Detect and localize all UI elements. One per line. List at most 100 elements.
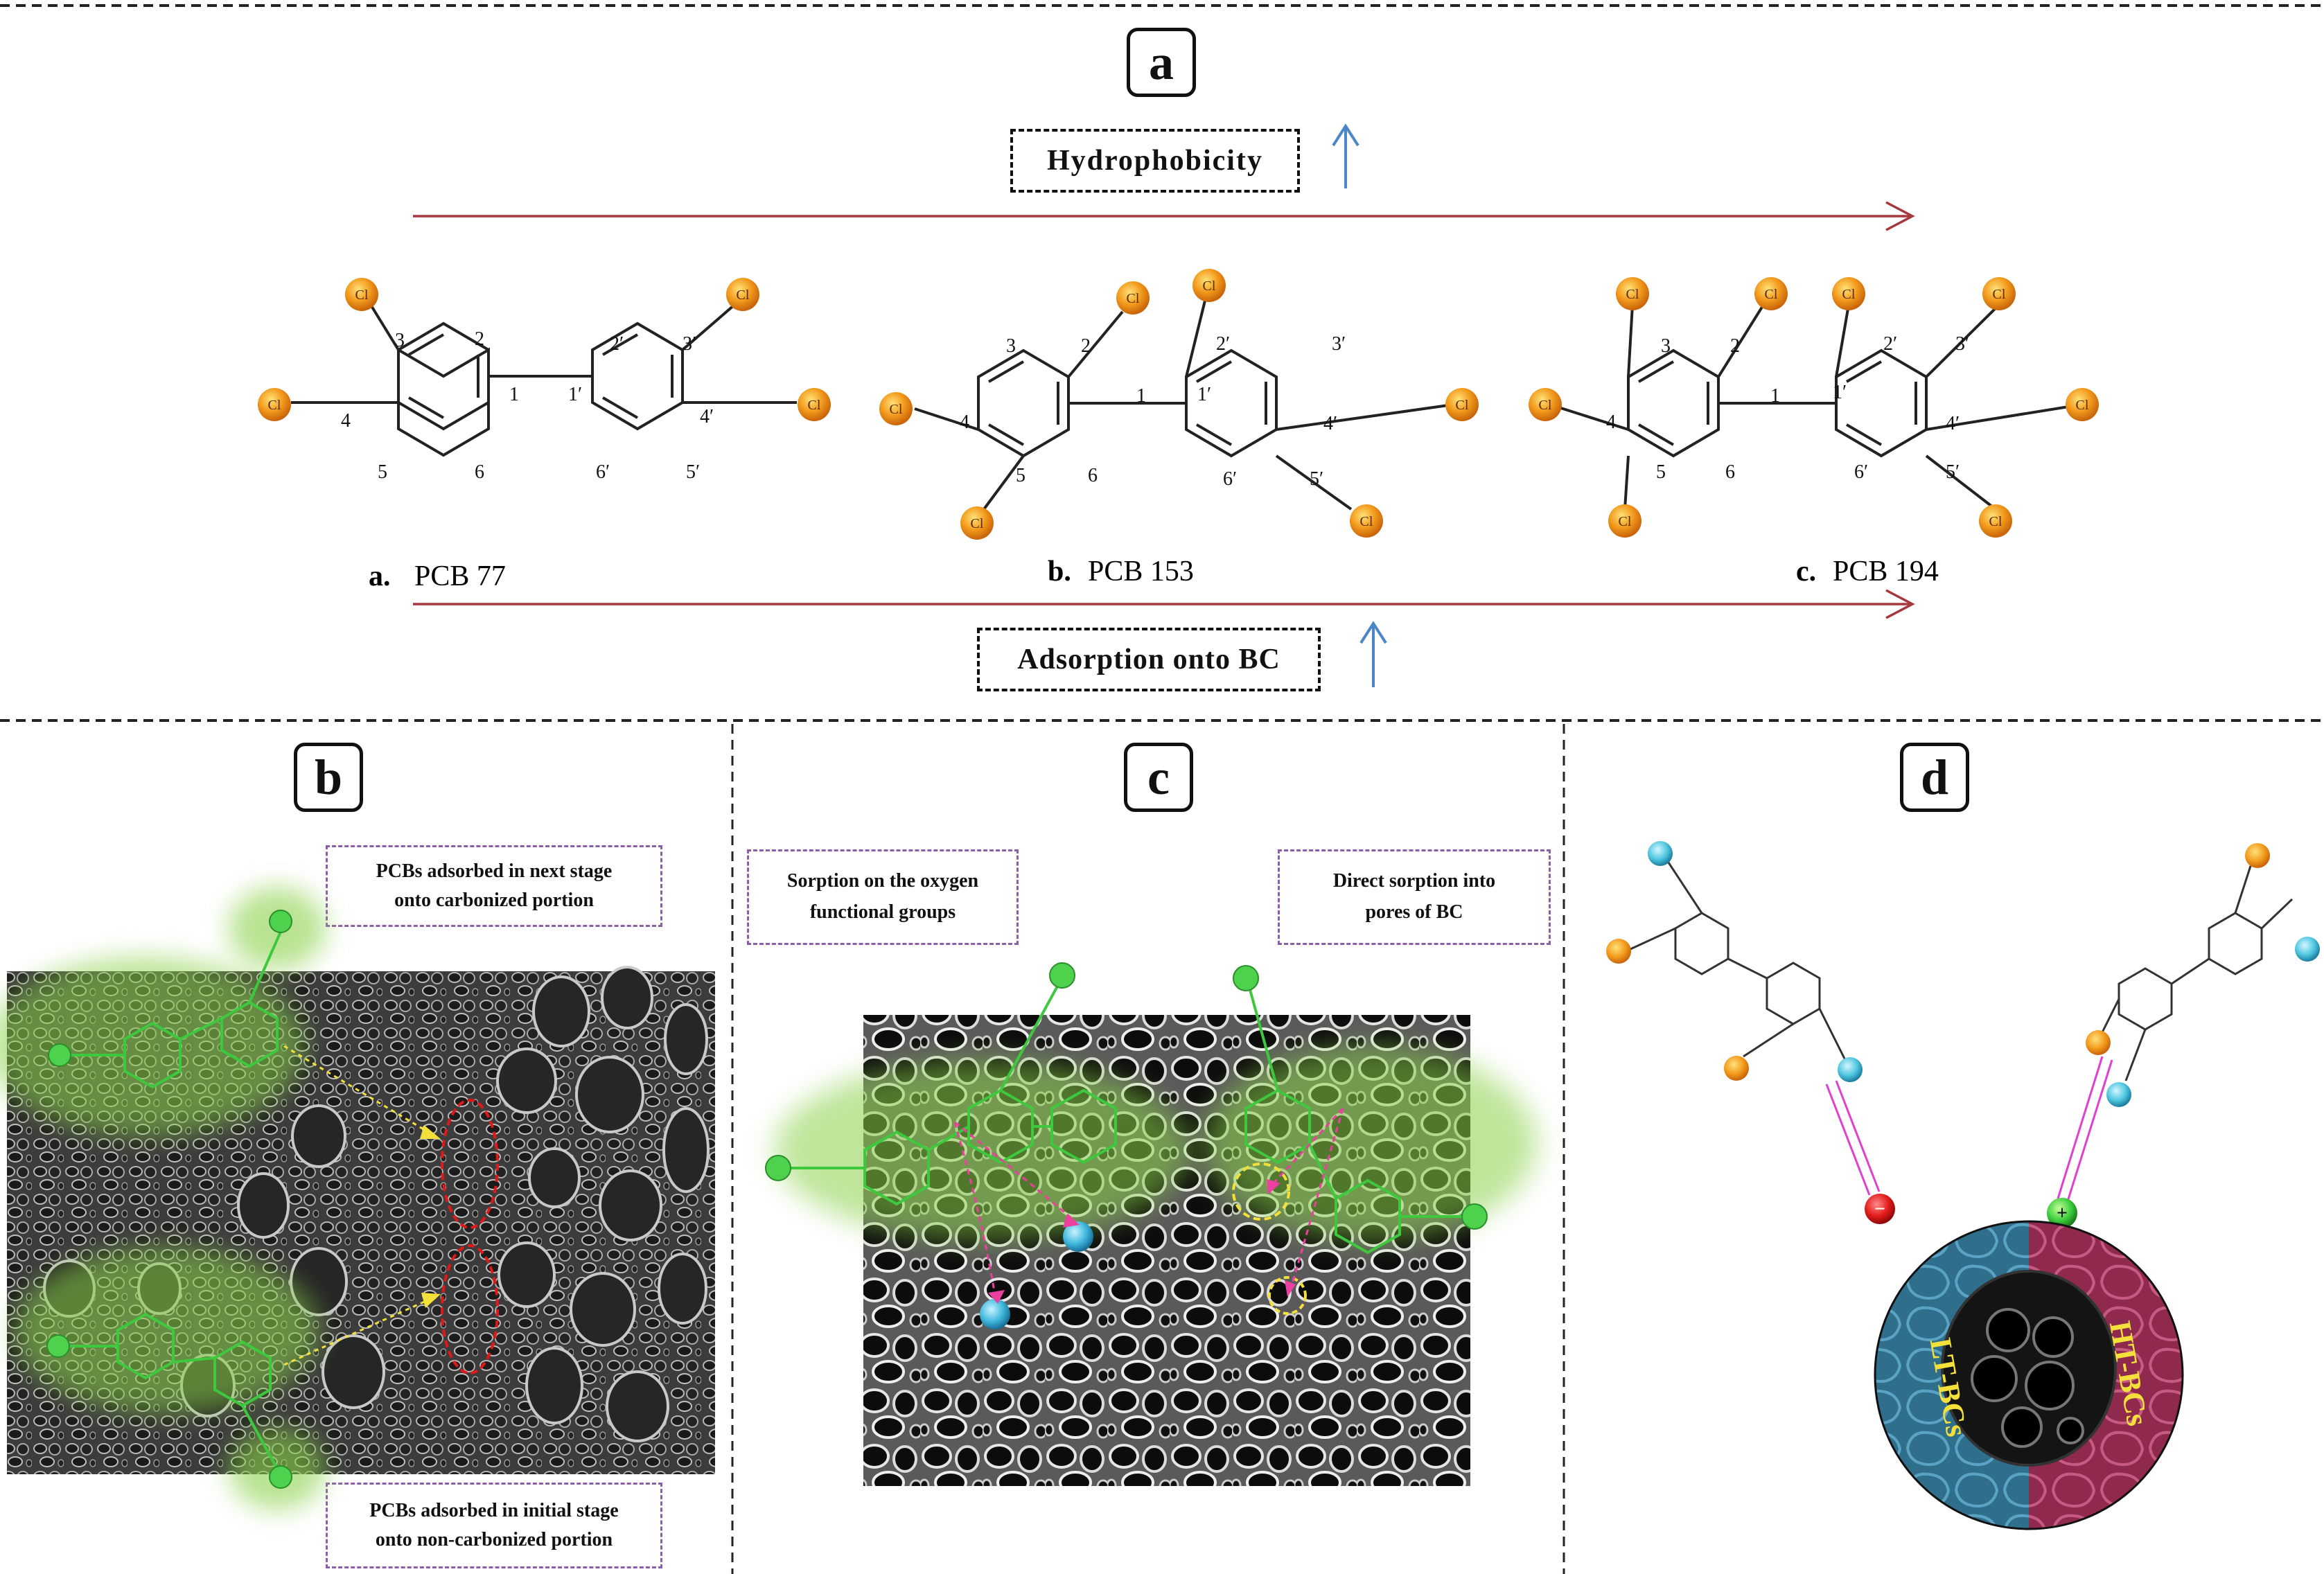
panel-a-graphics: Cl Cl Cl Cl Cl Cl Cl Cl Cl Cl Cl Cl Cl C… [258,123,2099,687]
svg-text:3: 3 [395,330,405,351]
note-direct-pores-line2: pores of BC [1365,901,1463,923]
molecule-caption-name: PCB 153 [1088,556,1194,587]
svg-text:Cl: Cl [1539,398,1552,413]
biochar-particle: LT-BCs HT-BCs [1874,1220,2184,1530]
panel-b-label: b [314,749,343,805]
chlorine-atom-icon: Cl [1616,277,1649,310]
svg-text:−: − [1874,1199,1885,1220]
svg-text:1: 1 [1136,385,1146,407]
chlorine-atom-icon: Cl [1350,504,1383,538]
chlorine-atom-icon: Cl [879,392,913,425]
svg-text:Cl: Cl [1993,287,2006,302]
chlorine-atom-icon: Cl [726,278,759,311]
note-oxygen-groups-line2: functional groups [809,901,956,923]
molecule-caption-name: PCB 77 [414,560,506,592]
chlorine-atom-icon: Cl [258,388,291,421]
svg-text:2′: 2′ [1883,333,1897,355]
svg-text:Cl: Cl [1765,287,1778,302]
chlorine-atom-icon: Cl [960,506,994,540]
note-next-stage-line1: PCBs adsorbed in next stage [376,860,613,882]
svg-text:4′: 4′ [1323,413,1337,434]
svg-text:4: 4 [1606,412,1616,433]
svg-text:Cl: Cl [2076,398,2089,413]
svg-text:Cl: Cl [1989,514,2002,529]
svg-text:3′: 3′ [1955,333,1969,355]
svg-text:6′: 6′ [1854,461,1868,483]
note-direct-pores: Direct sorption into pores of BC [1278,849,1551,945]
svg-text:6′: 6′ [596,461,610,483]
atoms-right-molecule [2086,843,2320,1107]
note-direct-pores-line1: Direct sorption into [1332,870,1496,892]
svg-text:Cl: Cl [1456,398,1469,413]
svg-text:Cl: Cl [1203,278,1216,294]
svg-text:+: + [2057,1203,2068,1224]
note-oxygen-groups: Sorption on the oxygen functional groups [747,849,1019,945]
svg-text:1′: 1′ [568,384,582,405]
svg-text:5: 5 [1656,461,1666,483]
svg-text:Cl: Cl [971,516,984,531]
panel-c-graphics [765,962,1537,1486]
interaction-link-right [2057,1056,2113,1202]
svg-text:6: 6 [1725,461,1735,483]
svg-text:3′: 3′ [1332,333,1346,355]
panel-b-graphics [0,887,715,1510]
panel-a-label-box: a [1127,28,1196,97]
adsorption-trend-arrow [413,589,1915,619]
svg-text:Cl: Cl [1619,514,1632,529]
molecule-caption-prefix: a. [369,560,391,592]
svg-text:Cl: Cl [808,398,821,413]
note-oxygen-groups-line1: Sorption on the oxygen [786,870,979,892]
chlorine-atom-icon: Cl [1982,277,2016,310]
molecule-caption-prefix: b. [1048,556,1071,587]
ring-position-numbers: 3 2 1 4 5 6 1′ 2′ 3′ 4′ 6′ 5′ 3 2 1 4 5 … [341,328,1969,490]
chlorine-atom-icon: Cl [1116,281,1150,315]
chlorine-atom-icon: Cl [345,278,378,311]
sem-micrograph-b [0,887,715,1510]
svg-text:6: 6 [1088,465,1098,486]
note-next-stage-line2: onto carbonized portion [394,890,594,911]
svg-text:2′: 2′ [610,333,624,355]
note-next-stage: PCBs adsorbed in next stage onto carboni… [326,845,662,927]
hydrophobicity-trend-arrow [413,201,1915,231]
molecule-captions: a. PCB 77 b. PCB 153 c. PCB 194 [369,556,1939,592]
up-arrow-icon [1332,123,1359,188]
svg-text:Cl: Cl [1626,287,1639,302]
svg-text:Cl: Cl [355,288,369,303]
up-arrow-icon [1359,621,1387,687]
svg-text:2: 2 [1081,335,1091,357]
pcb153-structure [914,297,1449,511]
panel-b-label-box: b [294,743,363,812]
hydrophobicity-label: Hydrophobicity [1047,145,1263,177]
svg-text:Cl: Cl [890,402,903,417]
note-initial-stage-line1: PCBs adsorbed in initial stage [369,1500,619,1521]
green-pcb-molecule [785,983,1468,1255]
green-pcb-molecule [62,931,282,1469]
panel-d-label: d [1920,749,1949,805]
panel-d-label-box: d [1900,743,1969,812]
pcb77-structure [291,303,797,457]
svg-text:4: 4 [960,412,969,433]
hydrophobicity-box: Hydrophobicity [1010,129,1300,193]
svg-text:2: 2 [1730,335,1740,357]
chlorine-atom-icon: Cl [1608,504,1641,538]
panel-d-graphics: − + LT-BCs HT-BCs [1606,841,2320,1530]
molecule-caption-prefix: c. [1796,556,1816,587]
svg-text:1′: 1′ [1833,382,1847,403]
svg-text:3: 3 [1661,335,1671,357]
svg-text:3: 3 [1006,335,1016,357]
chlorine-atom-icon: Cl [1979,504,2012,538]
svg-text:5′: 5′ [686,461,700,483]
svg-text:Cl: Cl [1360,514,1373,529]
chlorine-atom-icon: Cl [2066,388,2099,421]
svg-text:1: 1 [509,384,519,405]
chlorine-atom-icon: Cl [1529,388,1562,421]
chlorine-atom-icon: Cl [1445,388,1479,421]
chlorine-atom-icon: Cl [1192,269,1226,302]
svg-text:6: 6 [475,461,484,483]
sem-micrograph-c [765,962,1537,1486]
molecule-caption-name: PCB 194 [1833,556,1939,587]
svg-text:5′: 5′ [1946,461,1960,483]
svg-text:4′: 4′ [700,406,714,427]
panel-c-label-box: c [1124,743,1193,812]
